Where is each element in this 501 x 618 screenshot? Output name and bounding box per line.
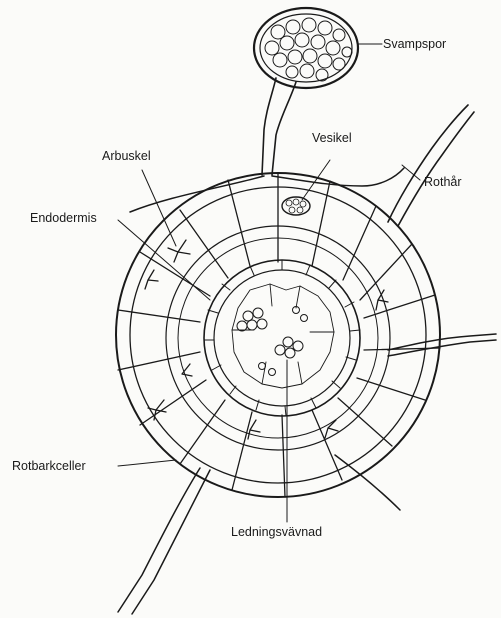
label-svampspor: Svampspor bbox=[383, 38, 446, 51]
label-ledningsvavnad: Ledningsvävnad bbox=[231, 526, 322, 539]
label-endodermis: Endodermis bbox=[30, 212, 97, 225]
label-rotbarkceller: Rotbarkceller bbox=[12, 460, 86, 473]
label-arbuskel: Arbuskel bbox=[102, 150, 151, 163]
fungal-spore bbox=[254, 8, 358, 175]
external-hyphae bbox=[118, 168, 496, 614]
vesicle bbox=[282, 197, 310, 215]
label-rothar: Rothår bbox=[424, 176, 462, 189]
root-hair bbox=[388, 105, 474, 226]
stele bbox=[204, 260, 360, 416]
label-vesikel: Vesikel bbox=[312, 132, 352, 145]
